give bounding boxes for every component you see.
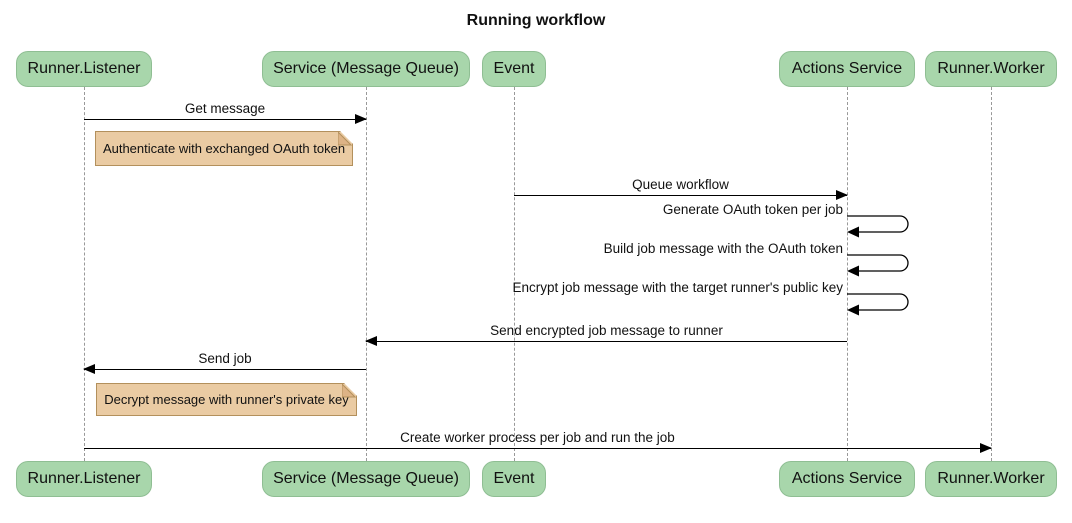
actor-label: Event [493, 470, 535, 487]
actor-label: Service (Message Queue) [273, 470, 459, 487]
diagram-title: Running workflow [466, 12, 606, 29]
note-fold-icon [338, 132, 352, 146]
actor-runner-listener-bottom: Runner.Listener [16, 461, 152, 497]
actor-event-top: Event [482, 51, 546, 87]
arrowhead-left-icon [365, 336, 377, 346]
actor-label: Event [493, 60, 535, 77]
message-label: Generate OAuth token per job [662, 202, 843, 217]
lifeline-runner-worker [991, 87, 992, 461]
message-send-job: Send job [83, 351, 366, 374]
actor-event-bottom: Event [482, 461, 546, 497]
message-label: Build job message with the OAuth token [603, 241, 843, 256]
lifeline-service-message-queue [366, 87, 367, 461]
actor-label: Runner.Worker [937, 60, 1045, 77]
self-message-loop-icon [847, 254, 909, 277]
message-send-encrypted-job: Send encrypted job message to runner [365, 323, 847, 346]
message-label: Queue workflow [632, 177, 729, 192]
message-line [84, 114, 367, 124]
message-label: Send job [198, 351, 252, 366]
note-decrypt: Decrypt message with runner's private ke… [96, 383, 357, 416]
actor-label: Runner.Listener [27, 470, 141, 487]
lifeline-event [514, 87, 515, 461]
note-text: Decrypt message with runner's private ke… [104, 392, 349, 407]
actor-actions-service-top: Actions Service [779, 51, 915, 87]
actor-label: Actions Service [791, 470, 903, 487]
message-line [514, 190, 848, 200]
message-create-worker-process: Create worker process per job and run th… [84, 430, 992, 453]
lifeline-runner-listener [84, 87, 85, 461]
actor-runner-worker-top: Runner.Worker [925, 51, 1057, 87]
note-text: Authenticate with exchanged OAuth token [102, 141, 346, 156]
arrowhead-right-icon [836, 190, 848, 200]
actor-runner-listener-top: Runner.Listener [16, 51, 152, 87]
message-line [365, 336, 847, 346]
message-queue-workflow: Queue workflow [514, 177, 848, 200]
self-message-loop-icon [847, 293, 909, 316]
arrowhead-left-icon [83, 364, 95, 374]
message-get-message: Get message [84, 101, 367, 124]
note-fold-icon [342, 384, 356, 398]
actor-label: Runner.Worker [937, 470, 1045, 487]
message-label: Create worker process per job and run th… [400, 430, 675, 445]
note-authenticate: Authenticate with exchanged OAuth token [95, 131, 353, 166]
self-message-loop-icon [847, 215, 909, 238]
actor-actions-service-bottom: Actions Service [779, 461, 915, 497]
message-generate-oauth-token: Generate OAuth token per job [400, 202, 843, 217]
message-encrypt-job-message: Encrypt job message with the target runn… [400, 280, 844, 295]
arrowhead-right-icon [980, 443, 992, 453]
actor-service-message-queue-bottom: Service (Message Queue) [262, 461, 470, 497]
actor-runner-worker-bottom: Runner.Worker [925, 461, 1057, 497]
actor-service-message-queue-top: Service (Message Queue) [262, 51, 470, 87]
message-label: Send encrypted job message to runner [490, 323, 723, 338]
message-build-job-message: Build job message with the OAuth token [400, 241, 843, 256]
lifeline-actions-service [847, 87, 848, 461]
message-line [83, 364, 366, 374]
actor-label: Actions Service [791, 60, 903, 77]
message-label: Encrypt job message with the target runn… [512, 280, 844, 295]
actor-label: Service (Message Queue) [273, 60, 459, 77]
message-label: Get message [184, 101, 266, 116]
arrowhead-right-icon [355, 114, 367, 124]
actor-label: Runner.Listener [27, 60, 141, 77]
message-line [84, 443, 992, 453]
